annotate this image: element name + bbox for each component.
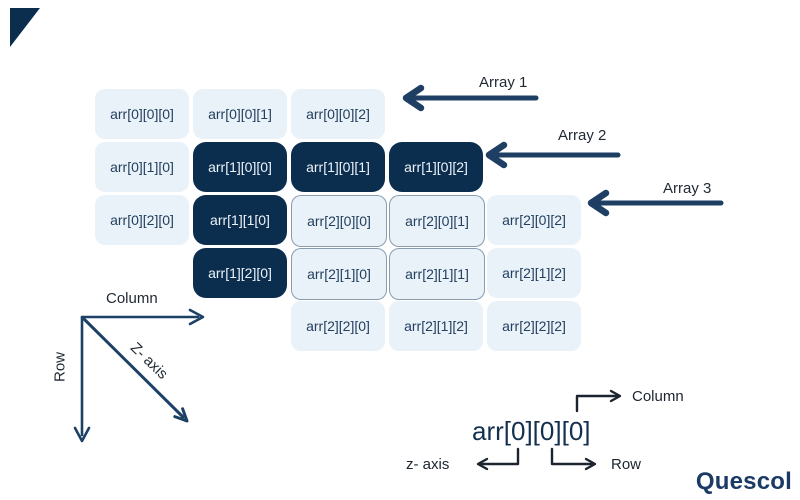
- cell-arr-0-2-0: arr[0][2][0]: [95, 195, 189, 245]
- cell-arr-2-1-0: arr[2][1][0]: [291, 248, 387, 300]
- row-axis-label: Row: [51, 351, 69, 383]
- legend-expression: arr[0][0][0]: [472, 416, 591, 446]
- cell-arr-2-2-2: arr[2][2][2]: [487, 301, 581, 351]
- cell-arr-0-0-0: arr[0][0][0]: [95, 89, 189, 139]
- legend-z-label: z- axis: [406, 456, 450, 473]
- legend-row-connector: [550, 447, 597, 471]
- cell-arr-2-2-0: arr[2][2][0]: [291, 301, 385, 351]
- cell-arr-0-0-1: arr[0][0][1]: [193, 89, 287, 139]
- legend-z-connector: [476, 447, 520, 471]
- cell-arr-2-1-2: arr[2][1][2]: [487, 248, 581, 298]
- cell-arr-0-1-0: arr[0][1][0]: [95, 142, 189, 192]
- column-axis-arrow: [80, 308, 205, 326]
- legend-column-connector: [575, 389, 622, 413]
- cell-arr-2-1-1: arr[2][1][1]: [389, 248, 485, 300]
- array1-arrow: [402, 84, 539, 112]
- cell-arr-2-0-1: arr[2][0][1]: [389, 195, 485, 247]
- cell-arr-1-0-1: arr[1][0][1]: [291, 142, 385, 192]
- array1-label: Array 1: [479, 74, 528, 91]
- cell-arr-0-0-2: arr[0][0][2]: [291, 89, 385, 139]
- cell-arr-1-1-0: arr[1][1[0]: [193, 195, 287, 245]
- cell-arr-2-0-0: arr[2][0][0]: [291, 195, 387, 247]
- legend-column-label: Column: [632, 388, 684, 405]
- legend-row-label: Row: [611, 456, 642, 473]
- array2-arrow: [485, 141, 621, 169]
- cell-arr-1-2-0: arr[1][2][0]: [193, 248, 287, 298]
- cell-arr-1-0-2: arr[1][0][2]: [389, 142, 483, 192]
- row-axis-arrow: [73, 315, 91, 443]
- z-axis-label: Z- axis: [126, 339, 172, 383]
- cell-arr-1-0-0: arr[1][0][0]: [193, 142, 287, 192]
- cell-arr-2-0-2: arr[2][0][2]: [487, 195, 581, 245]
- quescol-logo: Quescol: [695, 468, 792, 495]
- array2-label: Array 2: [558, 127, 607, 144]
- array3-label: Array 3: [663, 180, 712, 197]
- column-axis-label: Column: [106, 290, 158, 307]
- cell-arr-2-1-2-dup: arr[2][1][2]: [389, 301, 483, 351]
- corner-triangle-decoration: [10, 8, 40, 47]
